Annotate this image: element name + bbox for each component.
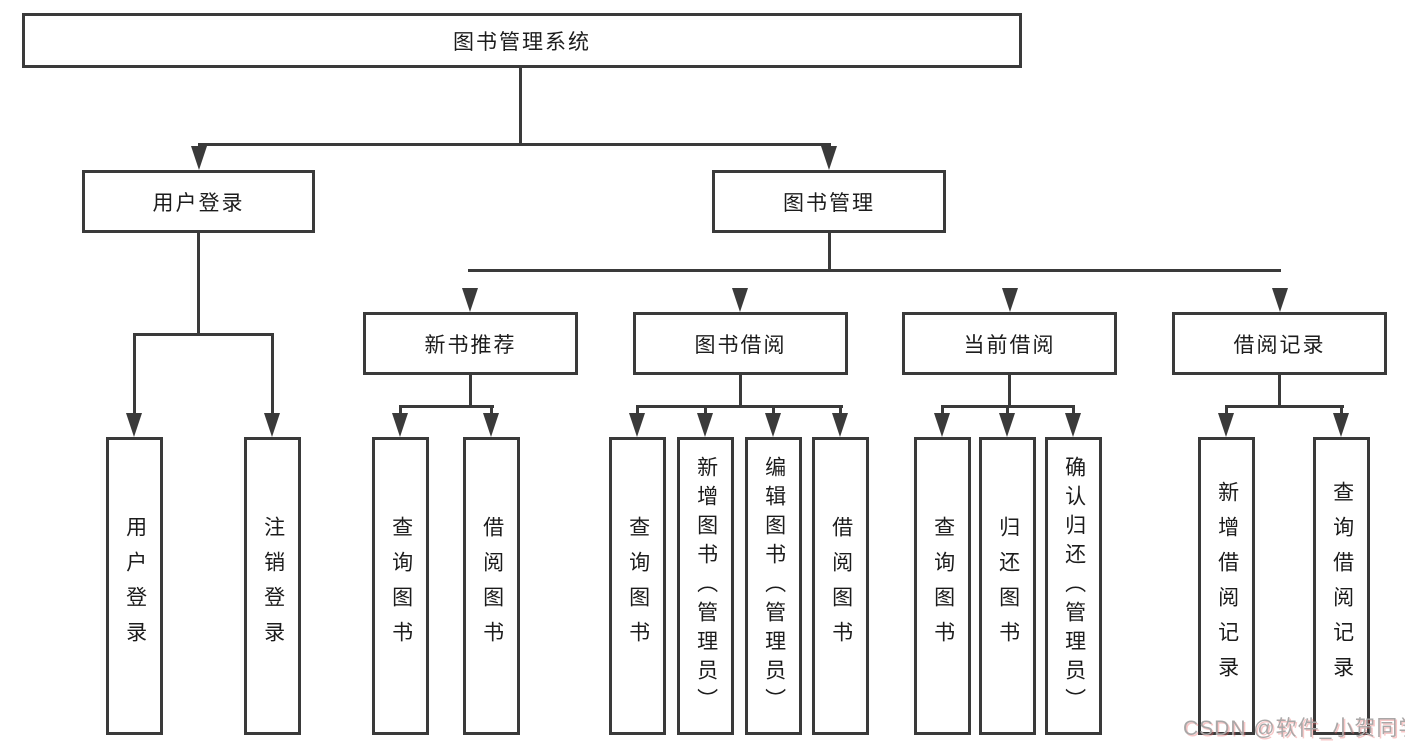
arrow-to-borrow-records (1272, 288, 1288, 312)
arrow-current-confirm-return (1065, 413, 1081, 437)
leaf-borrow-query-book: 查询图书 (609, 437, 666, 735)
leaf-add-borrow-record: 新增借阅记录 (1198, 437, 1255, 735)
arrow-borrow-borrow-book (832, 413, 848, 437)
connector-user-login-hline (133, 333, 274, 336)
arrow-current-return-book (999, 413, 1015, 437)
connector-book-mgmt-stem (828, 233, 831, 272)
node-borrow-records: 借阅记录 (1172, 312, 1387, 375)
leaf-query-borrow-record-label: 查询借阅记录 (1330, 481, 1354, 691)
connector-borrow-records-stem (1278, 375, 1281, 408)
connector-book-mgmt-hline (468, 269, 1281, 272)
node-library-system: 图书管理系统 (22, 13, 1022, 68)
leaf-logout-login-label: 注销登录 (261, 516, 285, 656)
node-book-mgmt-label: 图书管理 (783, 191, 875, 215)
connector-user-login-stem (197, 233, 200, 336)
arrow-rec-borrow-book (483, 413, 499, 437)
leaf-rec-query-book-label: 查询图书 (389, 516, 413, 656)
leaf-current-query-book: 查询图书 (914, 437, 971, 735)
leaf-edit-book-admin: 编辑图书（管理员） (745, 437, 802, 735)
leaf-current-query-book-label: 查询图书 (931, 516, 955, 656)
leaf-logout-login: 注销登录 (244, 437, 301, 735)
node-new-book-rec: 新书推荐 (363, 312, 578, 375)
arrow-to-new-book-rec (462, 288, 478, 312)
arrow-to-leaf-logout (264, 413, 280, 437)
connector-current-borrow-stem (1008, 375, 1011, 408)
node-current-borrow: 当前借阅 (902, 312, 1117, 375)
arrow-to-user-login (191, 146, 207, 170)
arrow-to-current-borrow (1002, 288, 1018, 312)
arrow-records-query-record (1333, 413, 1349, 437)
arrow-current-query-book (934, 413, 950, 437)
connector-new-book-rec-stem (469, 375, 472, 408)
connector-root-stem (519, 68, 522, 146)
node-user-login: 用户登录 (82, 170, 315, 233)
leaf-rec-borrow-book: 借阅图书 (463, 437, 520, 735)
node-borrow-records-label: 借阅记录 (1233, 333, 1326, 357)
node-book-borrow-label: 图书借阅 (694, 333, 787, 357)
leaf-add-book-admin: 新增图书（管理员） (677, 437, 734, 735)
node-library-system-label: 图书管理系统 (453, 30, 591, 54)
leaf-query-borrow-record: 查询借阅记录 (1313, 437, 1370, 735)
leaf-rec-query-book: 查询图书 (372, 437, 429, 735)
csdn-watermark: CSDN @软件_小贺同学 (1183, 717, 1405, 740)
leaf-confirm-return-admin-label: 确认归还（管理员） (1062, 455, 1086, 717)
node-user-login-label: 用户登录 (152, 191, 245, 215)
connector-borrow-records-hline (1225, 405, 1344, 408)
connector-book-borrow-stem (739, 375, 742, 408)
leaf-borrow-borrow-book: 借阅图书 (812, 437, 869, 735)
leaf-edit-book-admin-label: 编辑图书（管理员） (762, 455, 786, 717)
connector-root-hline (198, 143, 831, 146)
leaf-user-login-label: 用户登录 (123, 516, 147, 656)
arrow-to-book-borrow (732, 288, 748, 312)
node-book-borrow: 图书借阅 (633, 312, 848, 375)
connector-user-login-drop-1 (133, 333, 136, 417)
leaf-return-book: 归还图书 (979, 437, 1036, 735)
arrow-borrow-add-book (697, 413, 713, 437)
leaf-borrow-query-book-label: 查询图书 (626, 516, 650, 656)
leaf-rec-borrow-book-label: 借阅图书 (480, 516, 504, 656)
node-book-mgmt: 图书管理 (712, 170, 946, 233)
connector-book-borrow-hline (636, 405, 843, 408)
leaf-borrow-borrow-book-label: 借阅图书 (829, 516, 853, 656)
connector-user-login-drop-2 (271, 333, 274, 417)
arrow-borrow-edit-book (765, 413, 781, 437)
arrow-to-book-mgmt (821, 146, 837, 170)
leaf-confirm-return-admin: 确认归还（管理员） (1045, 437, 1102, 735)
node-current-borrow-label: 当前借阅 (963, 333, 1056, 357)
arrow-borrow-query-book (629, 413, 645, 437)
leaf-add-borrow-record-label: 新增借阅记录 (1215, 481, 1239, 691)
node-new-book-rec-label: 新书推荐 (424, 333, 517, 357)
arrow-records-add-record (1218, 413, 1234, 437)
leaf-add-book-admin-label: 新增图书（管理员） (694, 455, 718, 717)
arrow-to-leaf-user-login (126, 413, 142, 437)
connector-new-book-rec-hline (399, 405, 494, 408)
arrow-rec-query-book (392, 413, 408, 437)
leaf-return-book-label: 归还图书 (996, 516, 1020, 656)
leaf-user-login: 用户登录 (106, 437, 163, 735)
